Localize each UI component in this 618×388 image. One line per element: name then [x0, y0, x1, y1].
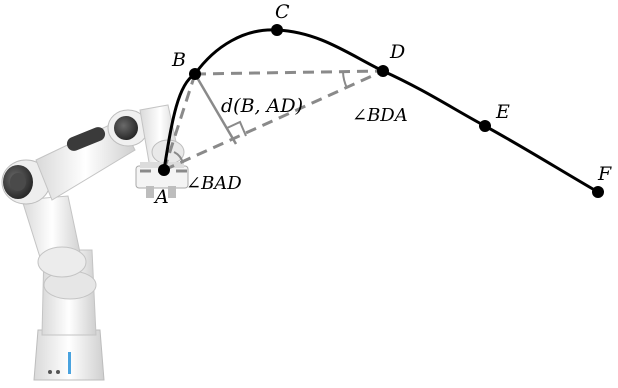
point-f: [592, 186, 604, 198]
segment-b-d: [194, 69, 384, 76]
point-a: [158, 164, 170, 176]
perpendicular-b-ad: [193, 73, 238, 145]
point-f-label: F: [597, 163, 612, 185]
distance-label: d(B, AD): [221, 95, 303, 117]
point-d: [377, 65, 389, 77]
angle-bda-arc: [342, 71, 348, 89]
point-d-label: D: [389, 41, 405, 63]
point-a-label: A: [153, 186, 169, 208]
construction-lines: [140, 69, 384, 173]
segment-a-d: [163, 69, 384, 172]
point-c: [271, 24, 283, 36]
point-b: [189, 68, 201, 80]
robot-arm-icon: [1, 104, 189, 381]
angle-bad-label: ∠BAD: [186, 173, 242, 194]
angle-bda-label: ∠BDA: [352, 105, 408, 126]
point-b-label: B: [171, 49, 186, 71]
point-e: [479, 120, 491, 132]
point-c-label: C: [275, 1, 290, 23]
trajectory-points: [158, 24, 604, 198]
right-angle-marker: [226, 120, 247, 137]
angle-bad-arc: [173, 151, 184, 164]
point-e-label: E: [495, 101, 510, 123]
